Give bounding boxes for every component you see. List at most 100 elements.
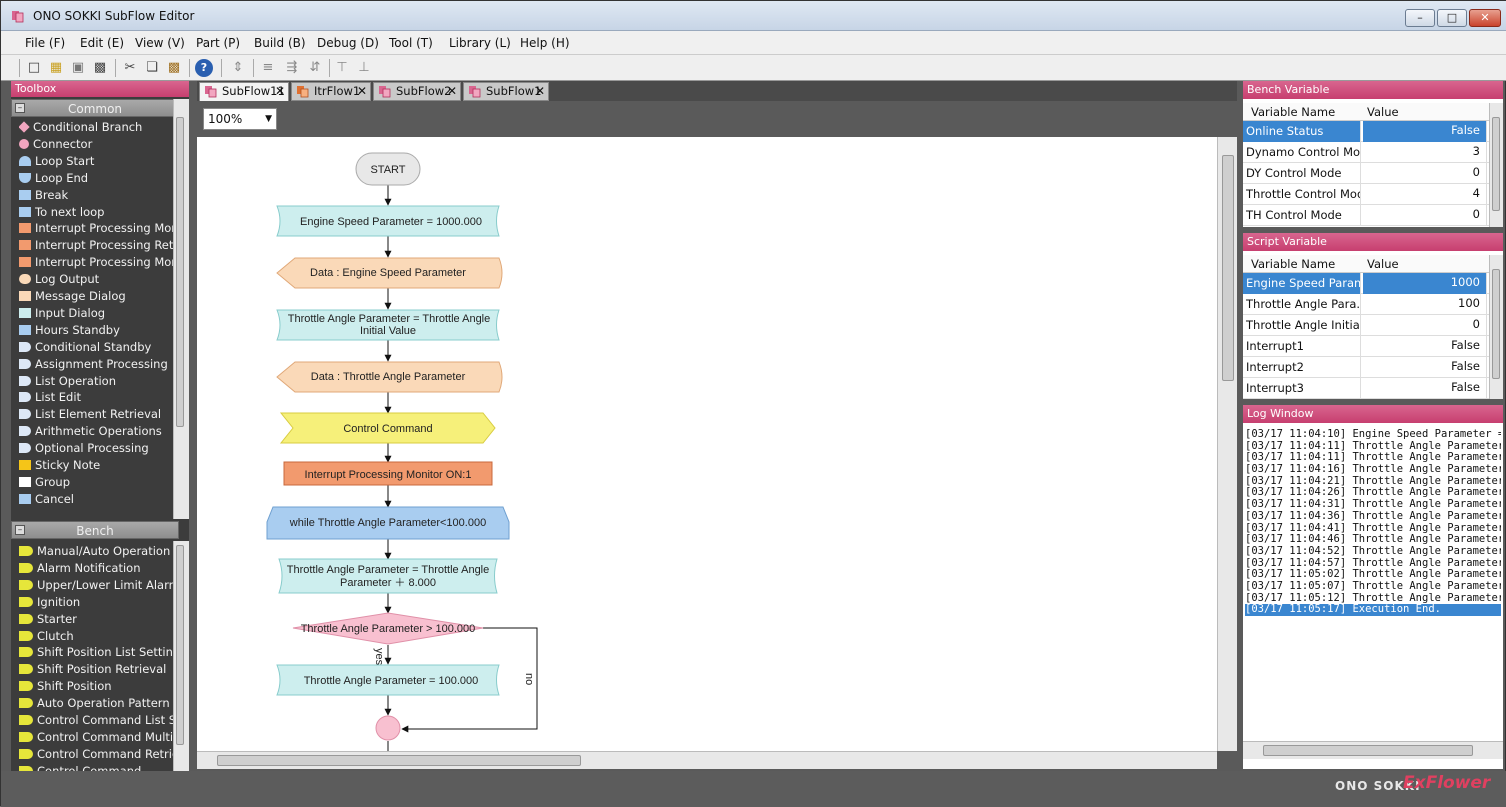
toolbox-item-ignition[interactable]: Ignition	[19, 594, 179, 611]
menu-tool[interactable]: Tool (T)	[389, 36, 433, 50]
variable-row-dynamo-control-mod[interactable]: Dynamo Control Mod...3	[1243, 142, 1489, 163]
toolbox-item-conditional-standby[interactable]: Conditional Standby	[19, 339, 179, 356]
flow-node-data-throttle-angle[interactable]	[276, 361, 503, 393]
toolbox-item-loop-end[interactable]: Loop End	[19, 170, 179, 187]
maximize-button[interactable]: □	[1437, 9, 1467, 27]
copy-icon[interactable]: ❏	[146, 60, 158, 75]
toolbox-item-interrupt-processing-monit[interactable]: Interrupt Processing Monit	[19, 220, 179, 237]
close-tab-icon[interactable]: ✕	[534, 84, 545, 98]
scrollbar-thumb[interactable]	[1492, 269, 1500, 379]
variable-value[interactable]: 0	[1363, 205, 1487, 226]
flow-node-assign-throttle-increment[interactable]	[278, 558, 498, 594]
scrollbar-thumb[interactable]	[1222, 155, 1234, 381]
zoom-select[interactable]: 100%▼	[203, 108, 277, 130]
menu-build[interactable]: Build (B)	[254, 36, 306, 50]
variable-value[interactable]: 0	[1363, 163, 1487, 184]
close-tab-icon[interactable]: ✕	[446, 84, 457, 98]
toolbox-item-break[interactable]: Break	[19, 187, 179, 204]
variable-row-throttle-control-mod[interactable]: Throttle Control Mod...4	[1243, 184, 1489, 205]
print-icon[interactable]: ▩	[93, 60, 107, 75]
toolbox-item-loop-start[interactable]: Loop Start	[19, 153, 179, 170]
menu-debug[interactable]: Debug (D)	[317, 36, 379, 50]
toolbox-item-list-operation[interactable]: List Operation	[19, 373, 179, 390]
collapse-icon[interactable]: –	[15, 525, 25, 535]
toolbox-bench-scrollbar[interactable]	[173, 541, 189, 771]
flow-node-interrupt-monitor[interactable]	[283, 461, 493, 486]
variable-row-throttle-angle-initial[interactable]: Throttle Angle Initial...0	[1243, 315, 1489, 336]
toolbox-item-control-command-list-settin[interactable]: Control Command List Settin	[19, 712, 179, 729]
variable-value[interactable]: False	[1363, 336, 1487, 357]
script-variable-scrollbar[interactable]	[1489, 255, 1503, 399]
flow-node-loop-start[interactable]	[266, 506, 510, 540]
toolbox-item-to-next-loop[interactable]: To next loop	[19, 204, 179, 221]
bench-variable-scrollbar[interactable]	[1489, 103, 1503, 227]
minimize-button[interactable]: –	[1405, 9, 1435, 27]
variable-value[interactable]: 4	[1363, 184, 1487, 205]
menu-part[interactable]: Part (P)	[196, 36, 241, 50]
toolbox-item-cancel[interactable]: Cancel	[19, 491, 179, 508]
scrollbar-thumb[interactable]	[1263, 745, 1473, 756]
distribute-v-icon[interactable]: ⇵	[309, 60, 321, 75]
close-tab-icon[interactable]: ✕	[274, 84, 285, 98]
variable-value[interactable]: 100	[1363, 294, 1487, 315]
toolbox-group-bench[interactable]: –Bench	[11, 521, 179, 539]
new-file-icon[interactable]: □	[27, 60, 41, 75]
toolbox-item-sticky-note[interactable]: Sticky Note	[19, 457, 179, 474]
toolbox-item-message-dialog[interactable]: Message Dialog	[19, 288, 179, 305]
canvas-horizontal-scrollbar[interactable]	[197, 751, 1217, 769]
tab-subflow11[interactable]: SubFlow11✕	[199, 82, 289, 102]
toolbox-item-assignment-processing[interactable]: Assignment Processing	[19, 356, 179, 373]
flow-node-assign-engine-speed[interactable]	[276, 205, 500, 237]
align-icon[interactable]: ⇕	[232, 60, 244, 75]
toolbox-item-group[interactable]: Group	[19, 474, 179, 491]
menu-file[interactable]: File (F)	[25, 36, 66, 50]
distribute-icon[interactable]: ≡	[262, 60, 274, 75]
toolbox-item-interrupt-processing-retur[interactable]: Interrupt Processing Retur	[19, 237, 179, 254]
flow-node-decision[interactable]	[292, 612, 484, 645]
toolbox-item-starter[interactable]: Starter	[19, 611, 179, 628]
toolbox-item-upper-lower-limit-alarm-mo[interactable]: Upper/Lower Limit Alarm Mo	[19, 577, 179, 594]
flow-node-start[interactable]	[355, 152, 421, 186]
toolbox-item-conditional-branch[interactable]: Conditional Branch	[19, 119, 179, 136]
toolbox-item-shift-position-retrieval[interactable]: Shift Position Retrieval	[19, 661, 179, 678]
menu-view[interactable]: View (V)	[135, 36, 185, 50]
toolbox-item-shift-position-list-setting[interactable]: Shift Position List Setting	[19, 644, 179, 661]
open-folder-icon[interactable]: ▦	[49, 60, 63, 75]
variable-value[interactable]: False	[1363, 121, 1487, 142]
toolbox-item-control-command-multiple-li[interactable]: Control Command Multiple Li	[19, 729, 179, 746]
scrollbar-thumb[interactable]	[176, 117, 184, 427]
canvas-vertical-scrollbar[interactable]	[1217, 137, 1237, 751]
toolbox-item-hours-standby[interactable]: Hours Standby	[19, 322, 179, 339]
flow-node-assign-throttle-max[interactable]	[276, 664, 500, 696]
variable-value[interactable]: 3	[1363, 142, 1487, 163]
paste-icon[interactable]: ▩	[167, 60, 181, 75]
flow-node-assign-throttle-initial[interactable]	[276, 309, 500, 341]
toolbox-item-clutch[interactable]: Clutch	[19, 628, 179, 645]
flow-node-data-engine-speed[interactable]	[276, 257, 503, 289]
toolbox-item-optional-processing[interactable]: Optional Processing	[19, 440, 179, 457]
toolbox-item-connector[interactable]: Connector	[19, 136, 179, 153]
toolbox-item-shift-position[interactable]: Shift Position	[19, 678, 179, 695]
variable-value[interactable]: 0	[1363, 315, 1487, 336]
help-icon[interactable]: ?	[195, 59, 213, 77]
variable-value[interactable]: 1000	[1363, 273, 1487, 294]
toolbox-item-interrupt-processing-monit[interactable]: Interrupt Processing Monit	[19, 254, 179, 271]
toolbox-item-alarm-notification[interactable]: Alarm Notification	[19, 560, 179, 577]
tab-subflow1[interactable]: SubFlow1✕	[463, 82, 549, 101]
variable-row-engine-speed-param[interactable]: Engine Speed Param...1000	[1243, 273, 1489, 294]
close-tab-icon[interactable]: ✕	[356, 84, 367, 98]
cut-icon[interactable]: ✂	[124, 60, 136, 75]
variable-row-throttle-angle-para[interactable]: Throttle Angle Para...100	[1243, 294, 1489, 315]
toolbox-group-common[interactable]: –Common	[11, 99, 179, 117]
scrollbar-thumb[interactable]	[176, 545, 184, 745]
collapse-icon[interactable]: –	[15, 103, 25, 113]
align-bottom-icon[interactable]: ⊥	[358, 60, 370, 75]
distribute-h-icon[interactable]: ⇶	[286, 60, 298, 75]
close-button[interactable]: ✕	[1469, 9, 1501, 27]
